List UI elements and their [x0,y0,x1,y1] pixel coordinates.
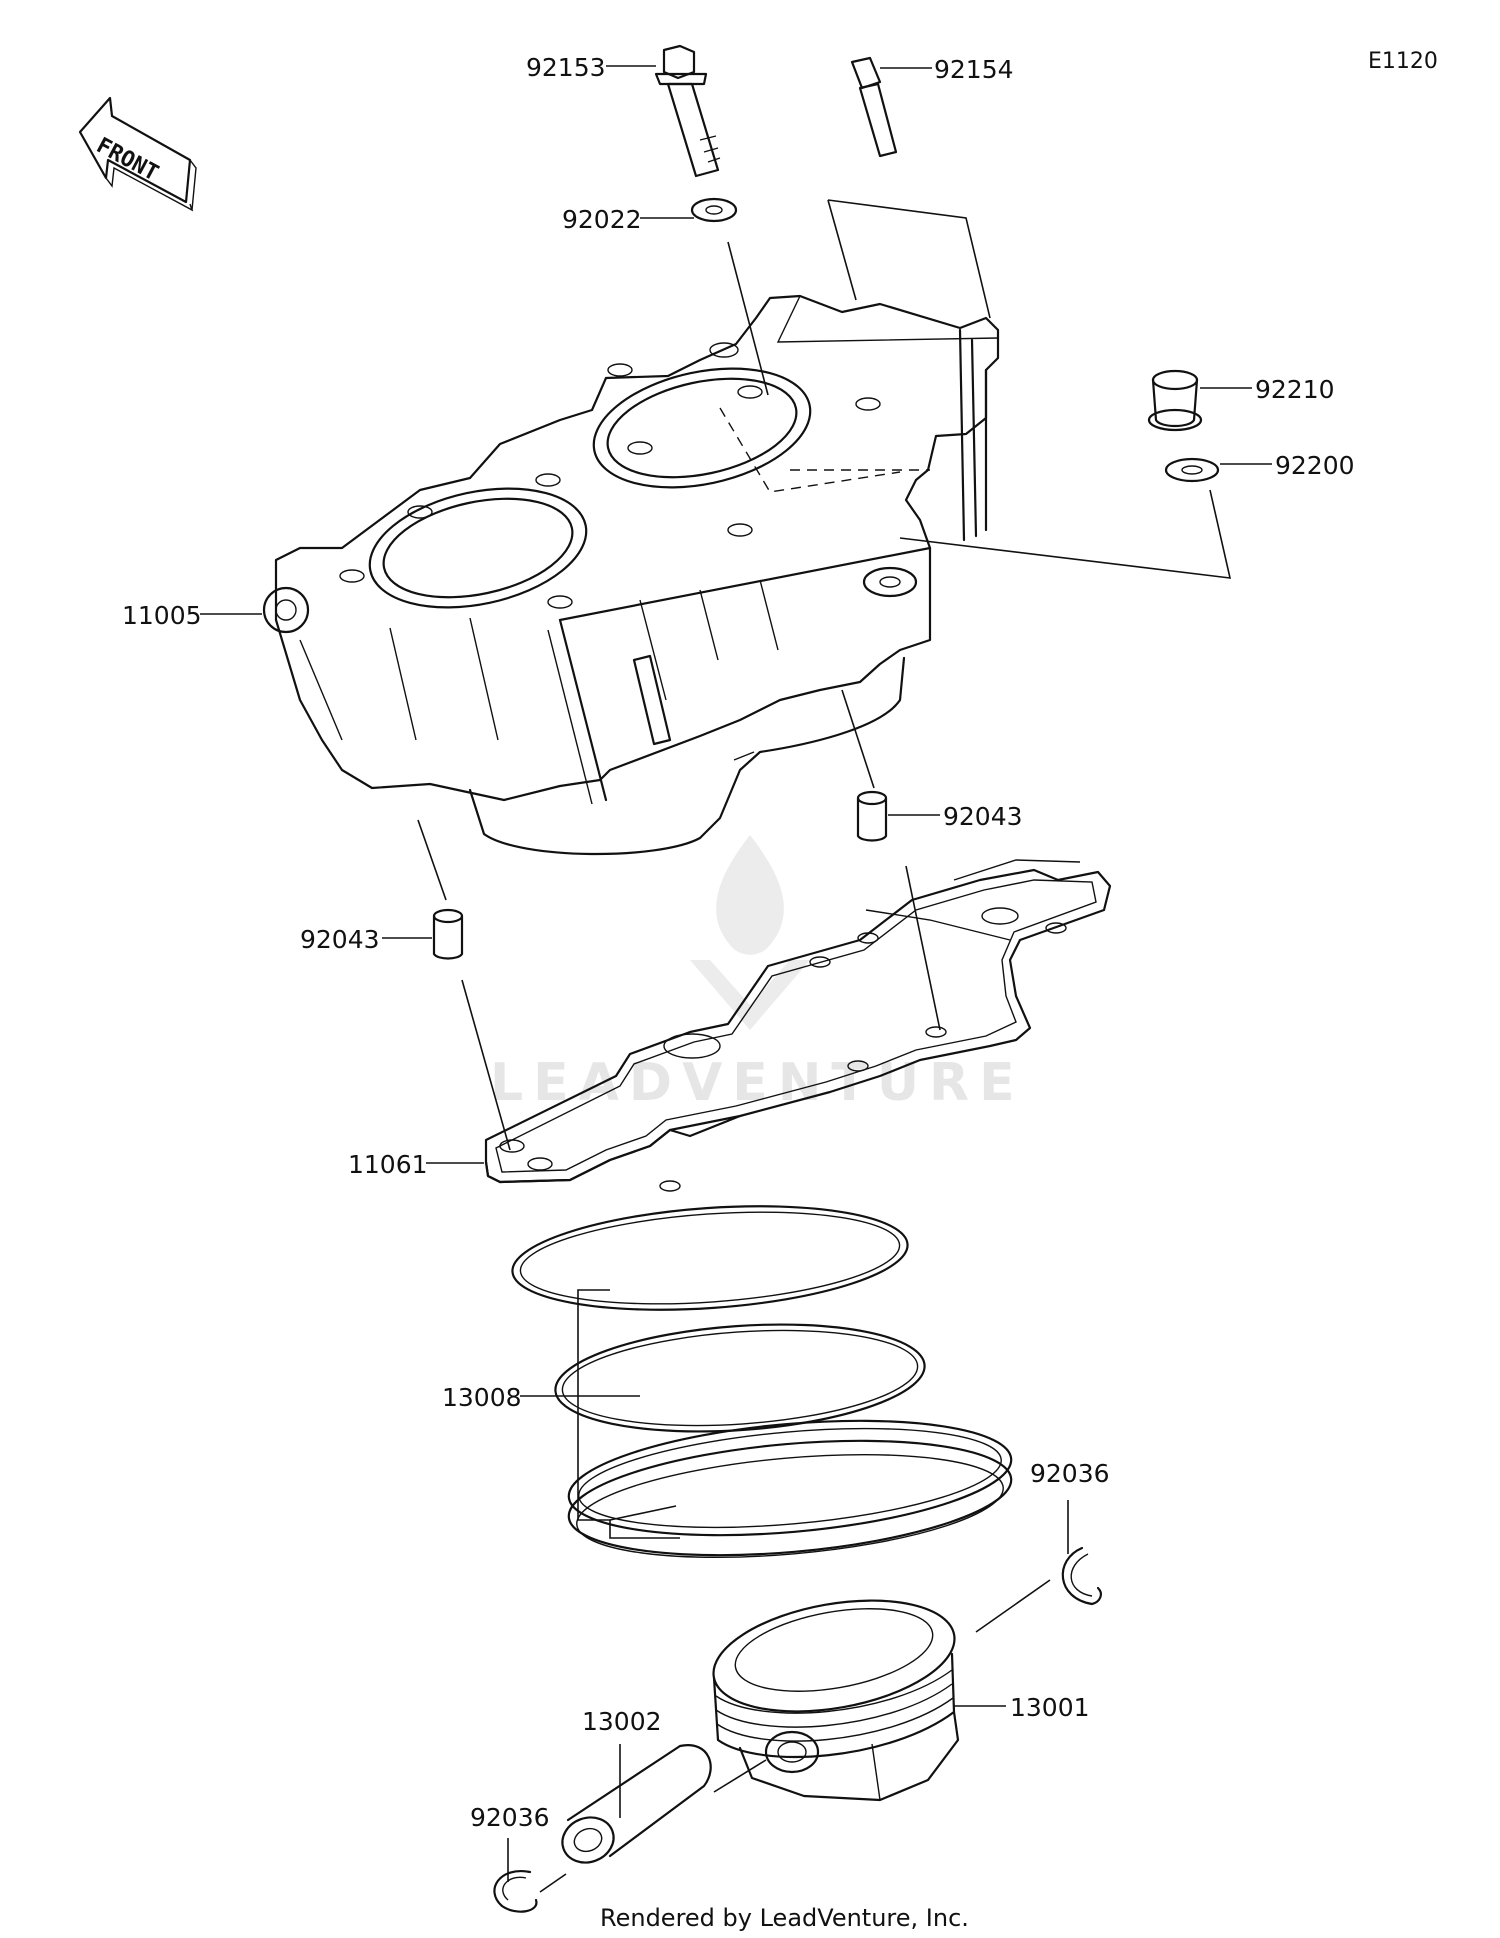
circlip-92036-right [1061,1546,1102,1606]
label-13002: 13002 [582,1707,662,1736]
collar-92210 [1147,369,1203,432]
piston-rings-13008 [511,1205,1013,1559]
front-label: FRONT [92,133,162,186]
label-92210: 92210 [1255,375,1335,404]
bolt-92154 [850,56,898,158]
label-92043-left: 92043 [300,925,380,954]
label-11005: 11005 [122,601,202,630]
dowel-92043-right [856,790,888,842]
circlip-92036-left [493,1869,538,1913]
piston-pin-13002 [561,1744,712,1864]
front-arrow-icon: FRONT [78,96,197,212]
washer-92200 [1164,457,1220,483]
washer-92022 [690,197,738,223]
gasket-11061 [484,859,1112,1192]
label-92036-left: 92036 [470,1803,550,1832]
label-13008: 13008 [442,1383,522,1412]
label-13001: 13001 [1010,1693,1090,1722]
bolt-92153 [654,44,721,178]
label-92036-right: 92036 [1030,1459,1110,1488]
label-92154: 92154 [934,55,1014,84]
diagram-code: E1120 [1368,49,1438,74]
label-11061: 11061 [348,1150,428,1179]
dowel-92043-left [432,908,464,960]
label-92022: 92022 [562,205,642,234]
label-92200: 92200 [1275,451,1355,480]
label-92043-right: 92043 [943,802,1023,831]
piston-13001 [712,1599,960,1802]
label-92153: 92153 [526,53,606,82]
cylinder-block-11005 [262,294,1000,856]
watermark: LEADVENTURE [490,835,1025,1113]
watermark-text: LEADVENTURE [490,1053,1025,1113]
footer-credit: Rendered by LeadVenture, Inc. [600,1904,969,1932]
